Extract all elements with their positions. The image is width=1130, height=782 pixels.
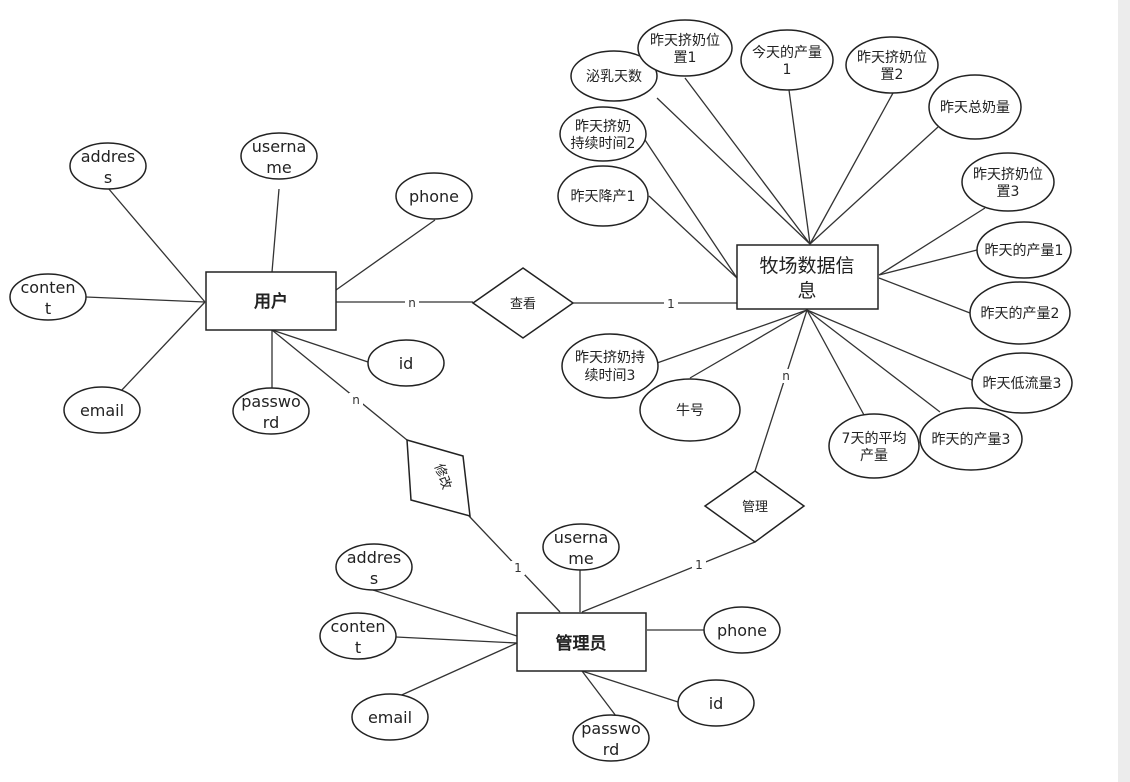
svg-text:1: 1 xyxy=(783,62,792,78)
admin-attr-password[interactable]: passwo rd xyxy=(572,714,650,762)
svg-text:昨天低流量3: 昨天低流量3 xyxy=(983,376,1062,392)
svg-text:userna: userna xyxy=(252,137,307,156)
cardinality-edit-admin: 1 xyxy=(514,561,522,575)
svg-text:产量: 产量 xyxy=(860,448,888,464)
scrollbar[interactable] xyxy=(1118,0,1130,782)
user-attr-password[interactable]: passwo rd xyxy=(232,387,310,435)
svg-text:置2: 置2 xyxy=(881,67,904,83)
svg-text:passwo: passwo xyxy=(581,719,641,738)
svg-text:phone: phone xyxy=(409,187,459,206)
admin-attr-email[interactable]: email xyxy=(351,693,429,741)
svg-text:phone: phone xyxy=(717,621,767,640)
admin-attr-id[interactable]: id xyxy=(677,679,755,727)
svg-text:id: id xyxy=(709,694,724,713)
entity-admin-label: 管理员 xyxy=(556,633,607,654)
entity-ranch-label-line1: 牧场数据信 xyxy=(759,255,854,277)
ranch-attr-yesterday-milking-duration-2[interactable]: 昨天挤奶 持续时间2 xyxy=(559,106,647,162)
svg-text:email: email xyxy=(368,708,412,727)
user-attr-phone[interactable]: phone xyxy=(395,172,473,220)
connector-lines xyxy=(85,77,986,717)
relationship-view-label: 查看 xyxy=(510,296,536,312)
cardinality-manage-admin: 1 xyxy=(695,558,703,572)
svg-text:email: email xyxy=(80,401,124,420)
svg-text:续时间3: 续时间3 xyxy=(585,367,636,384)
svg-text:昨天挤奶位: 昨天挤奶位 xyxy=(857,50,927,66)
entity-user[interactable]: 用户 xyxy=(205,271,337,331)
svg-text:置3: 置3 xyxy=(997,184,1020,200)
svg-text:t: t xyxy=(45,299,51,318)
svg-text:conten: conten xyxy=(331,617,386,636)
svg-text:t: t xyxy=(355,638,361,657)
relationship-manage[interactable]: 管理 xyxy=(703,470,806,543)
admin-attributes: userna me addres s conten t email phone … xyxy=(319,523,781,762)
cardinality-user-edit: n xyxy=(352,393,360,407)
svg-text:addres: addres xyxy=(347,548,402,567)
ranch-attributes: 泌乳天数 昨天挤奶位 置1 今天的产量 1 昨天挤奶位 置2 昨天总奶量 昨天挤… xyxy=(557,19,1073,479)
ranch-attr-7-day-average-yield[interactable]: 7天的平均 产量 xyxy=(828,413,920,479)
ranch-attr-yesterday-total-milk[interactable]: 昨天总奶量 xyxy=(928,74,1022,140)
svg-text:昨天降产1: 昨天降产1 xyxy=(571,189,636,205)
ranch-attr-today-yield-1[interactable]: 今天的产量 1 xyxy=(740,29,834,91)
svg-text:addres: addres xyxy=(81,147,136,166)
entity-ranch-label-line2: 息 xyxy=(797,280,816,302)
svg-text:rd: rd xyxy=(603,740,619,759)
relationship-edit[interactable]: 修改 xyxy=(406,438,471,518)
user-attributes: addres s userna me phone conten t id ema… xyxy=(9,132,473,435)
ranch-attr-yesterday-milking-position-3[interactable]: 昨天挤奶位 置3 xyxy=(961,152,1055,212)
cardinality-labels: n 1 n 1 n 1 xyxy=(349,296,793,575)
svg-text:rd: rd xyxy=(263,413,279,432)
svg-text:昨天总奶量: 昨天总奶量 xyxy=(940,100,1010,116)
svg-text:昨天挤奶: 昨天挤奶 xyxy=(575,119,631,135)
svg-text:conten: conten xyxy=(21,278,76,297)
cardinality-user-view: n xyxy=(408,296,416,310)
relationship-view[interactable]: 查看 xyxy=(471,267,575,339)
cardinality-view-ranch: 1 xyxy=(667,297,675,311)
admin-attr-address[interactable]: addres s xyxy=(335,543,413,591)
svg-text:昨天挤奶位: 昨天挤奶位 xyxy=(973,167,1043,183)
ranch-attr-yesterday-milking-duration-3[interactable]: 昨天挤奶持 续时间3 xyxy=(561,333,659,399)
svg-text:今天的产量: 今天的产量 xyxy=(752,45,822,61)
svg-text:昨天的产量1: 昨天的产量1 xyxy=(985,243,1064,259)
ranch-attr-yesterday-milking-position-2[interactable]: 昨天挤奶位 置2 xyxy=(845,36,939,94)
svg-text:s: s xyxy=(370,569,378,588)
svg-text:泌乳天数: 泌乳天数 xyxy=(586,69,642,85)
ranch-attr-cow-number[interactable]: 牛号 xyxy=(639,378,741,442)
svg-text:牛号: 牛号 xyxy=(676,403,704,419)
svg-text:userna: userna xyxy=(554,528,609,547)
entity-user-label: 用户 xyxy=(254,291,288,312)
svg-text:持续时间2: 持续时间2 xyxy=(571,135,636,152)
svg-text:7天的平均: 7天的平均 xyxy=(842,431,907,447)
ranch-attr-yesterday-yield-1[interactable]: 昨天的产量1 xyxy=(976,221,1072,279)
svg-text:昨天挤奶持: 昨天挤奶持 xyxy=(575,350,645,366)
svg-text:昨天挤奶位: 昨天挤奶位 xyxy=(650,33,720,49)
svg-text:昨天的产量3: 昨天的产量3 xyxy=(932,432,1011,448)
ranch-attr-yesterday-low-flow-3[interactable]: 昨天低流量3 xyxy=(971,352,1073,414)
entity-admin[interactable]: 管理员 xyxy=(516,612,647,672)
cardinality-ranch-manage: n xyxy=(782,369,790,383)
admin-attr-username[interactable]: userna me xyxy=(542,523,620,571)
user-attr-address[interactable]: addres s xyxy=(69,142,147,190)
user-attr-id[interactable]: id xyxy=(367,339,445,387)
ranch-attr-yesterday-milking-position-1[interactable]: 昨天挤奶位 置1 xyxy=(637,19,733,77)
svg-text:me: me xyxy=(568,549,593,568)
relationship-manage-label: 管理 xyxy=(742,500,768,515)
svg-text:id: id xyxy=(399,354,414,373)
svg-text:置1: 置1 xyxy=(674,50,697,66)
svg-text:昨天的产量2: 昨天的产量2 xyxy=(981,306,1060,322)
svg-text:passwo: passwo xyxy=(241,392,301,411)
entity-ranch-data[interactable]: 牧场数据信 息 xyxy=(736,244,879,310)
admin-attr-content[interactable]: conten t xyxy=(319,612,397,660)
user-attr-content[interactable]: conten t xyxy=(9,273,87,321)
svg-text:me: me xyxy=(266,158,291,177)
user-attr-username[interactable]: userna me xyxy=(240,132,318,180)
ranch-attr-yesterday-yield-2[interactable]: 昨天的产量2 xyxy=(969,281,1071,345)
admin-attr-phone[interactable]: phone xyxy=(703,606,781,654)
ranch-attr-lactation-days[interactable]: 泌乳天数 xyxy=(570,50,658,102)
ranch-attr-yesterday-yield-drop-1[interactable]: 昨天降产1 xyxy=(557,165,649,227)
user-attr-email[interactable]: email xyxy=(63,386,141,434)
ranch-attr-yesterday-yield-3[interactable]: 昨天的产量3 xyxy=(919,407,1023,471)
svg-text:s: s xyxy=(104,168,112,187)
